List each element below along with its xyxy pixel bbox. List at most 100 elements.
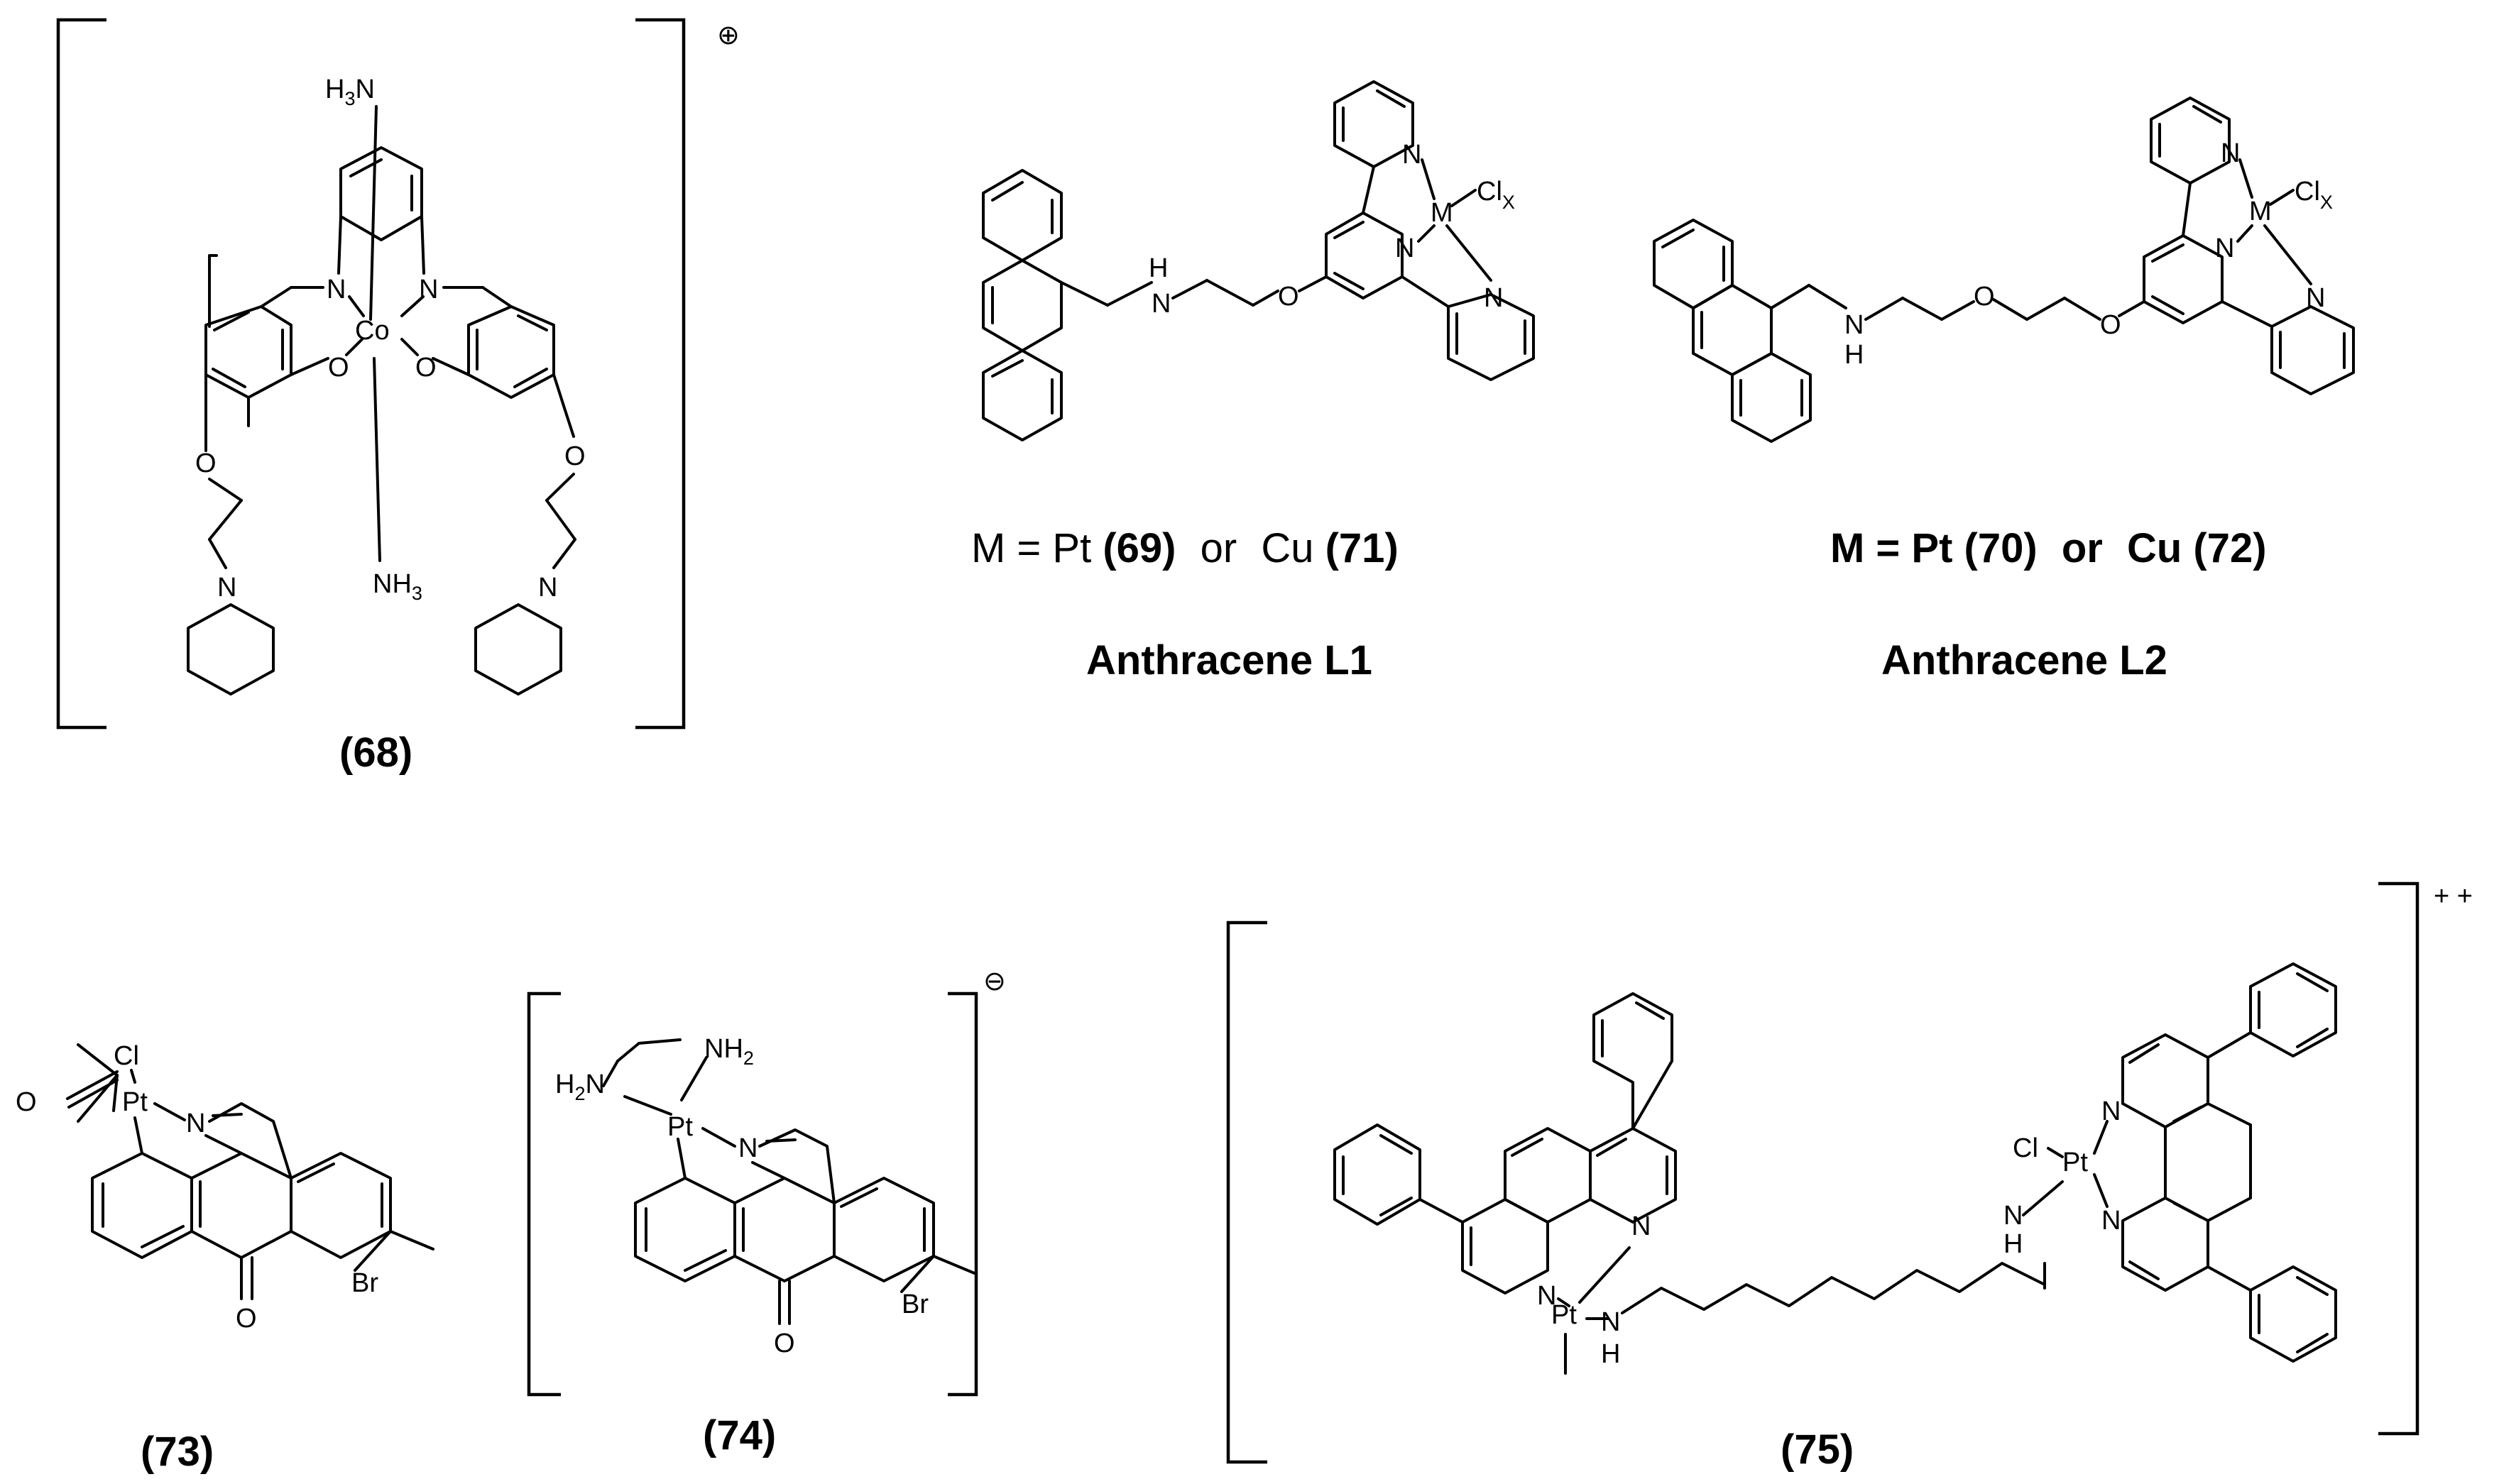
phen-ring-a-75: [1461, 1198, 1549, 1295]
atom-n2-75: N: [1631, 1211, 1651, 1241]
anthracene-ring-c-l1: [982, 349, 1063, 441]
phen-ring-b-75: [1504, 1127, 1592, 1224]
atom-cl-73: Cl: [114, 1041, 139, 1071]
atom-n-pip-right-68: N: [538, 573, 557, 603]
piperidine-right-68: [474, 603, 562, 696]
pyridine-central-l2: [2143, 234, 2224, 324]
bracket-right-68: [635, 18, 686, 730]
label-68: (68): [339, 730, 412, 776]
atom-nh2-74: NH2: [704, 1034, 754, 1069]
atom-clx-l1: ClX: [1477, 177, 1515, 213]
phenyl-top-left-75: [1592, 992, 1673, 1130]
atom-o-l1: O: [1278, 282, 1299, 312]
atom-n-top-l1: N: [1402, 140, 1421, 170]
atom-h-l2: H: [1844, 340, 1864, 370]
bracket-left-68: [56, 18, 106, 730]
pyridine-central-l1: [1325, 211, 1404, 299]
bracket-left-75: [1226, 920, 1267, 1464]
atom-m-l2: M: [2249, 197, 2272, 226]
atom-cl-75: Cl: [2013, 1133, 2038, 1163]
bracket-left-74: [527, 991, 561, 1397]
axial-bond-bottom: [373, 357, 381, 562]
atom-o-carbonyl-74: O: [774, 1329, 795, 1358]
atom-h3n-68: H3N: [325, 75, 375, 109]
ligand-name-l1: Anthracene L1: [1086, 637, 1372, 683]
phenyl-top-right-75: [2249, 962, 2337, 1057]
ring-left-68: [204, 305, 292, 399]
label-74: (74): [703, 1412, 776, 1458]
atom-n1-75: N: [1537, 1281, 1556, 1311]
compound-69-71: H N O N N M ClX N M = Pt (69) or Cu (71)…: [971, 80, 1535, 683]
atom-n-central-l1: N: [1395, 233, 1414, 263]
anthracene-ring-a-l2: [1653, 219, 1734, 309]
ring-c-74: [833, 1177, 935, 1282]
atom-h1-75: H: [1601, 1339, 1620, 1369]
atom-n-right-68: N: [419, 275, 438, 304]
atom-n-central-l2: N: [2215, 233, 2234, 263]
phen-right-bottom-75: [2121, 1197, 2209, 1292]
atom-pt-74: Pt: [667, 1112, 693, 1142]
ring-b-74: [733, 1177, 836, 1282]
piperidine-left-68: [187, 603, 275, 696]
ring-right-68: [467, 305, 555, 399]
atom-o2-l2: O: [2100, 310, 2121, 340]
ligand-name-l2: Anthracene L2: [1881, 637, 2167, 683]
pyridine-right-l2: [2270, 305, 2355, 395]
formula-l2: M = Pt (70) or Cu (72): [1830, 525, 2267, 571]
atom-n-73: N: [186, 1109, 205, 1138]
atom-n-pip-left-68: N: [217, 573, 236, 603]
axial-bond-top: [369, 105, 378, 321]
atom-o-right-68: O: [415, 353, 437, 383]
charge-75: + +: [2434, 881, 2473, 911]
atom-o-lower-left-68: O: [195, 449, 217, 478]
atom-o-left-68: O: [328, 353, 349, 383]
atom-nh2-75: N: [2003, 1201, 2023, 1231]
compound-74: ⊖ NH2 H2N Pt N O Br (74): [527, 967, 1006, 1458]
atom-pt2-75: Pt: [2062, 1148, 2088, 1177]
charge-68: ⊕: [717, 21, 740, 50]
atom-n-l2: N: [1844, 310, 1864, 340]
atom-n-l1: N: [1152, 289, 1171, 319]
ring-a-73: [91, 1152, 193, 1259]
atom-o-carbonyl-73: O: [236, 1304, 257, 1334]
atom-h2n-74: H2N: [555, 1070, 605, 1104]
compound-75: + + N N Pt N H N H Cl Pt: [1226, 881, 2473, 1473]
pyridine-top-l1: [1333, 80, 1414, 168]
atom-n-top-l2: N: [2221, 138, 2240, 168]
atom-br-74: Br: [902, 1290, 929, 1319]
ring-a-74: [634, 1177, 736, 1282]
label-73: (73): [141, 1429, 214, 1475]
atom-n3-75: N: [2101, 1096, 2121, 1126]
atom-nh3-68: NH3: [373, 569, 422, 604]
atom-n-74: N: [738, 1133, 758, 1163]
anthracene-ring-c-l2: [1731, 352, 1812, 443]
atom-o-lower-right-68: O: [564, 441, 586, 471]
pyridine-top-l2: [2150, 97, 2231, 185]
compound-70-72: N H O O N N M ClX N M = Pt (70): [1653, 97, 2355, 683]
atom-n4-75: N: [2101, 1206, 2121, 1236]
compound-73: O Cl Pt N O Br (73): [16, 1041, 434, 1475]
alkyl-linker-75: [1621, 1262, 2046, 1314]
ring-top-68: [339, 146, 423, 241]
atom-pt-73: Pt: [122, 1087, 148, 1117]
atom-nh1-75: N: [1601, 1307, 1620, 1337]
atom-n-right-l1: N: [1484, 283, 1503, 313]
ring-c-73: [290, 1152, 392, 1259]
ring-b-73: [190, 1152, 292, 1259]
compound-68: ⊕ H3N NH3 N N Co O O N: [56, 18, 740, 776]
atom-br-73: Br: [351, 1268, 378, 1298]
phenyl-left-75: [1333, 1123, 1421, 1226]
atom-h2-75: H: [2003, 1229, 2023, 1259]
atom-n-left-68: N: [327, 275, 346, 304]
atom-m-l1: M: [1431, 198, 1453, 228]
bracket-right-75: [2378, 881, 2419, 1436]
phen-right-top-75: [2121, 1033, 2209, 1128]
atom-pt1-75: Pt: [1551, 1300, 1577, 1330]
charge-74: ⊖: [983, 967, 1006, 996]
anthracene-ring-b-l1: [982, 259, 1063, 352]
label-75: (75): [1781, 1427, 1854, 1473]
atom-o1-l2: O: [1974, 282, 1995, 312]
atom-o-73: O: [16, 1087, 37, 1117]
pyridine-right-l1: [1447, 293, 1535, 381]
